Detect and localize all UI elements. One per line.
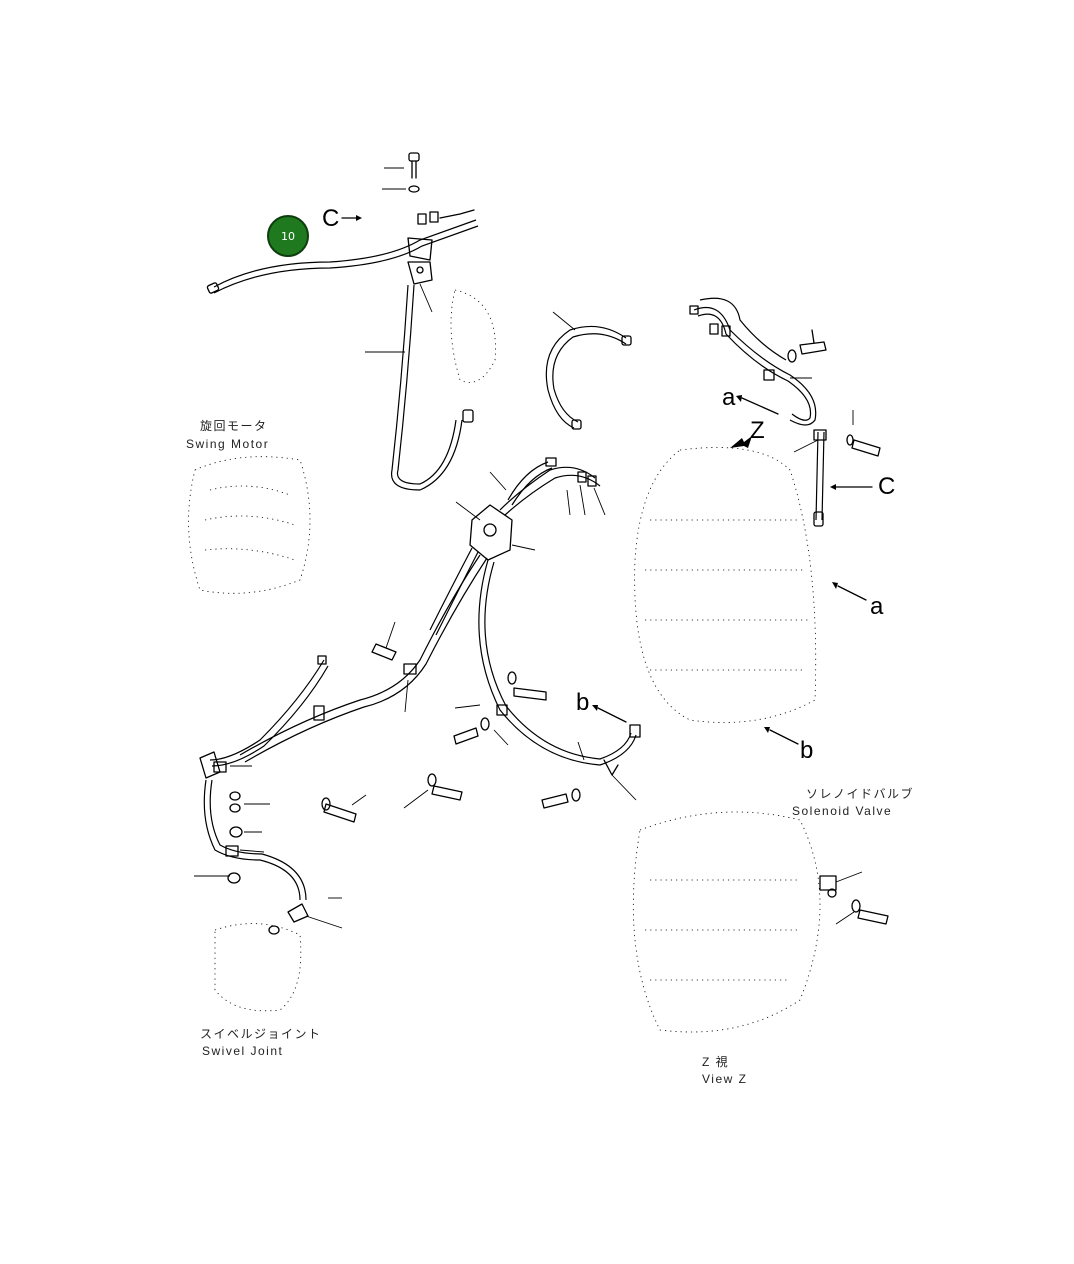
caption-view-jp: Z 視	[702, 1054, 729, 1069]
swivel-joint-ghost-outline	[214, 923, 302, 1012]
label-z: Z	[730, 417, 765, 448]
caption-swivel-jp: スイベルジョイント	[200, 1027, 322, 1041]
caption-solenoid-valve: ソレノイドバルブ Solenoid Valve	[792, 786, 914, 818]
callout-number: 10	[281, 230, 295, 243]
curved-hose-center	[545, 311, 632, 430]
solenoid-valve-fitting	[819, 871, 889, 925]
pin-part	[371, 621, 397, 661]
label-b-left-text: b	[576, 689, 589, 716]
label-b-right-text: b	[800, 737, 813, 764]
swing-motor-ghost-outline	[188, 289, 496, 594]
right-upper-hose-assembly	[689, 297, 881, 527]
hose-item-10	[206, 219, 479, 294]
caption-swivel-en: Swivel Joint	[202, 1044, 283, 1058]
label-c-right-text: C	[878, 473, 895, 500]
caption-swing-motor-jp: 旋回モータ	[200, 419, 268, 433]
label-c-right: C	[830, 473, 895, 500]
hose-to-b	[478, 559, 641, 801]
caption-solenoid-en: Solenoid Valve	[792, 804, 892, 818]
vertical-hose-loop	[365, 284, 474, 491]
lower-left-hose-assembly	[194, 751, 343, 935]
callout-badge-10[interactable]: 10	[267, 215, 309, 257]
top-bolt-and-washer	[382, 152, 420, 193]
label-c-top: C	[322, 205, 362, 232]
view-z-arrow-icon	[730, 436, 752, 448]
label-b-left: b	[576, 689, 627, 723]
valve-block-ghost-outline	[632, 447, 821, 1033]
label-b-right: b	[764, 727, 813, 764]
manifold-and-branch-hoses	[455, 457, 606, 561]
top-fitting-cluster	[417, 209, 475, 225]
label-a-upper-text: a	[722, 384, 736, 411]
label-a-upper: a	[722, 384, 779, 415]
caption-swing-motor: 旋回モータ Swing Motor	[186, 419, 269, 451]
caption-swivel-joint: スイベルジョイント Swivel Joint	[200, 1027, 322, 1058]
bolt-cluster-center	[321, 671, 581, 823]
caption-view-z: Z 視 View Z	[702, 1054, 747, 1086]
label-a-lower: a	[832, 582, 884, 620]
label-c-top-text: C	[322, 205, 339, 232]
label-z-text: Z	[750, 417, 765, 444]
main-descending-hose	[209, 547, 488, 767]
label-a-lower-text: a	[870, 593, 884, 620]
hose-bracket-top	[407, 237, 433, 313]
caption-solenoid-jp: ソレノイドバルブ	[806, 786, 914, 801]
caption-view-en: View Z	[702, 1072, 747, 1086]
caption-swing-motor-en: Swing Motor	[186, 437, 269, 451]
